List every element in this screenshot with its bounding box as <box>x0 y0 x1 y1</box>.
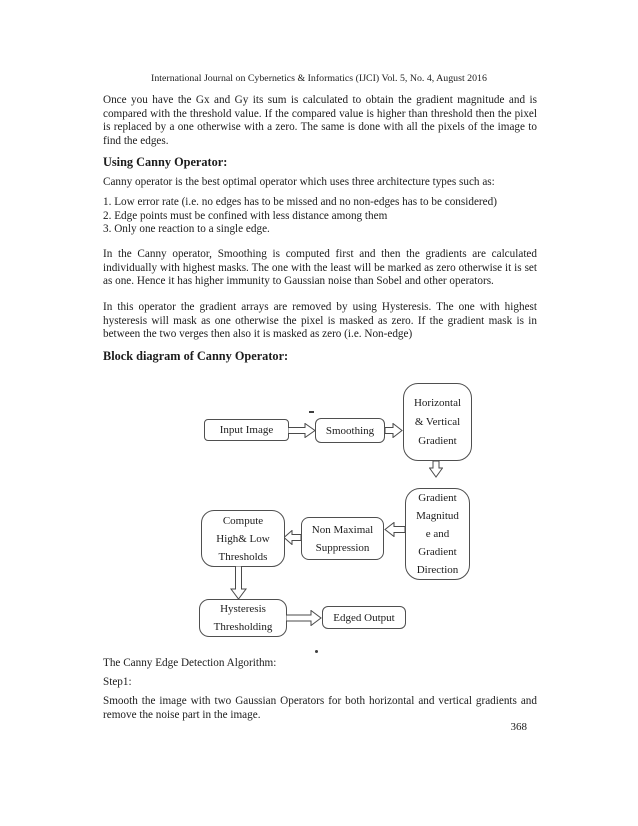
flow-box-label: Edged Output <box>333 611 395 624</box>
arrow-thresholds-down-icon <box>230 566 247 600</box>
flow-box-label: Compute High& Low Thresholds <box>216 514 270 563</box>
flow-box-label: Hysteresis Thresholding <box>213 603 273 633</box>
list-item-one-reaction: 3. Only one reaction to a single edge. <box>103 223 270 235</box>
heading-block-diagram: Block diagram of Canny Operator: <box>103 349 289 363</box>
flow-box-label: Input Image <box>219 424 274 436</box>
flow-box-input-image: Input Image <box>204 419 289 441</box>
stray-dash <box>309 411 314 413</box>
heading-using-canny-operator: Using Canny Operator: <box>103 155 228 169</box>
flow-box-label: Gradient Magnitud e and Gradient Directi… <box>416 492 459 576</box>
list-item-low-error-rate: 1. Low error rate (i.e. no edges has to … <box>103 196 497 208</box>
flow-box-gradient-magnitude-direction: Gradient Magnitud e and Gradient Directi… <box>405 488 470 580</box>
line-canny-algorithm: The Canny Edge Detection Algorithm: <box>103 657 277 669</box>
line-step1: Step1: <box>103 676 132 688</box>
paragraph-gradient-magnitude: Once you have the Gx and Gy its sum is c… <box>103 94 537 147</box>
arrow-smoothing-to-gradient-icon <box>385 423 403 438</box>
arrow-hysteresis-to-output-icon <box>286 610 322 626</box>
flow-box-label: Horizontal & Vertical Gradient <box>413 396 462 447</box>
list-item-edge-points: 2. Edge points must be confined with les… <box>103 209 388 222</box>
stray-dot <box>315 650 318 653</box>
arrow-nonmaximal-to-thresholds-icon <box>283 530 301 545</box>
flow-box-non-maximal-suppression: Non Maximal Suppression <box>301 517 384 560</box>
arrow-magnitude-to-nonmaximal-icon <box>384 522 405 537</box>
arrow-gradient-down-icon <box>429 461 443 478</box>
canny-criteria-list: 1. Low error rate (i.e. no edges has to … <box>103 196 537 237</box>
flow-box-label: Non Maximal Suppression <box>311 523 374 554</box>
paragraph-hysteresis: In this operator the gradient arrays are… <box>103 301 537 340</box>
paragraph-step1-description: Smooth the image with two Gaussian Opera… <box>103 695 537 721</box>
flow-box-compute-thresholds: Compute High& Low Thresholds <box>201 510 285 567</box>
arrow-input-to-smoothing-icon <box>288 423 316 438</box>
flow-box-edged-output: Edged Output <box>322 606 406 629</box>
paragraph-canny-intro: Canny operator is the best optimal opera… <box>103 176 495 188</box>
flow-box-hysteresis-thresholding: Hysteresis Thresholding <box>199 599 287 637</box>
flow-box-label: Smoothing <box>325 424 375 437</box>
journal-header-line: International Journal on Cybernetics & I… <box>151 73 487 84</box>
paragraph-smoothing: In the Canny operator, Smoothing is comp… <box>103 248 537 287</box>
flow-box-smoothing: Smoothing <box>315 418 385 443</box>
page-number: 368 <box>510 721 528 733</box>
flow-box-horizontal-vertical-gradient: Horizontal & Vertical Gradient <box>403 383 472 461</box>
